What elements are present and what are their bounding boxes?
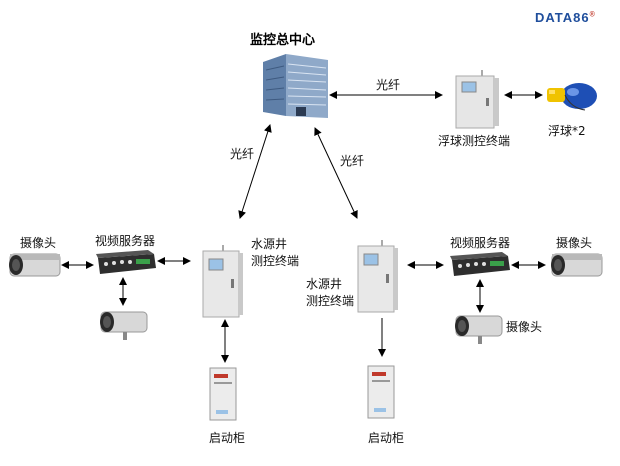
float-terminal-icon [455, 70, 499, 129]
right-terminal-label-line1: 水源井 [306, 277, 343, 291]
fiber-link-center-left-terminal [238, 124, 272, 219]
right-camera-top-label: 摄像头 [556, 236, 593, 250]
float-terminal-label: 浮球测控终端 [438, 134, 511, 148]
camera-icon [100, 311, 148, 340]
left-terminal-label-line2: 测控终端 [251, 254, 300, 268]
left-well-terminal-icon [202, 245, 243, 318]
left-camera-label: 摄像头 [20, 236, 57, 250]
center-title: 监控总中心 [250, 33, 316, 48]
building-icon [263, 54, 328, 118]
left-cabinet-label: 启动柜 [209, 431, 246, 445]
left-start-cabinet-icon [209, 367, 237, 421]
float-ball-label: 浮球*2 [548, 124, 586, 138]
camera-icon [551, 253, 603, 277]
right-video-server-label: 视频服务器 [450, 236, 511, 250]
fiber-label-left: 光纤 [230, 147, 255, 161]
right-start-cabinet-icon [367, 365, 395, 419]
left-video-server-label: 视频服务器 [95, 234, 156, 248]
fiber-link-center-right-terminal [314, 127, 358, 219]
camera-icon [455, 315, 503, 344]
float-ball-icon [547, 83, 597, 111]
brand-name: DATA86 [535, 10, 590, 25]
video-server-icon [450, 252, 510, 276]
brand-registered-mark: ® [589, 11, 596, 19]
right-well-terminal-icon [357, 240, 398, 313]
right-camera-bottom-label: 摄像头 [506, 320, 543, 334]
video-server-icon [96, 250, 156, 274]
left-terminal-label-line1: 水源井 [251, 237, 288, 251]
fiber-label-top: 光纤 [376, 78, 401, 92]
fiber-label-right: 光纤 [340, 154, 365, 168]
right-cabinet-label: 启动柜 [368, 431, 405, 445]
camera-icon [9, 253, 61, 277]
brand-logo: DATA86® [535, 10, 596, 25]
right-terminal-label-line2: 测控终端 [306, 294, 355, 308]
